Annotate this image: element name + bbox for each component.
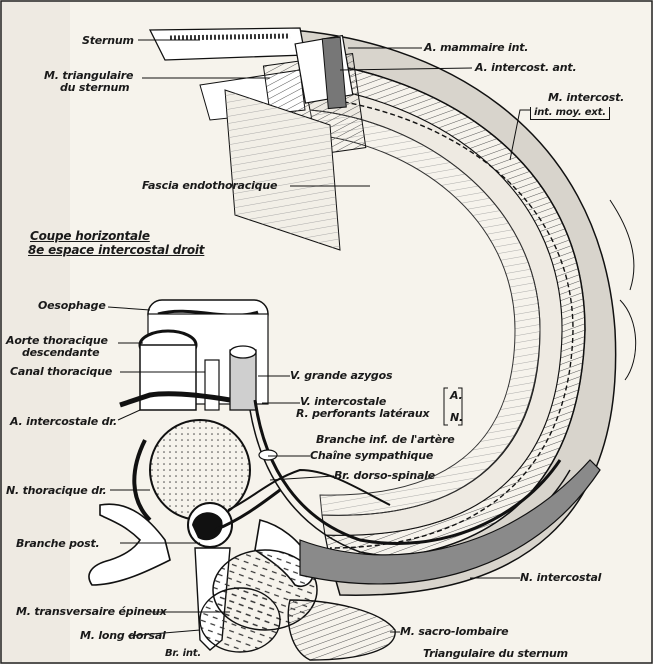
figure-title-line1: Coupe horizontale <box>30 230 150 242</box>
label-triangulaire-bottom: Triangulaire du sternum <box>423 648 568 660</box>
label-m-long-dorsal: M. long dorsal <box>80 630 166 642</box>
label-oesophage: Oesophage <box>38 300 106 312</box>
label-branche-inf: Branche inf. de l'artère <box>316 434 454 446</box>
left-rib-head <box>134 440 150 520</box>
longissimus-muscle <box>200 588 280 652</box>
thoracic-duct-shape <box>205 360 219 410</box>
label-aorte-2: descendante <box>22 347 99 359</box>
label-m-triangulaire-2: du sternum <box>60 82 129 94</box>
iliocostalis-muscle <box>288 600 395 660</box>
azygos-top <box>230 346 256 358</box>
label-fascia: Fascia endothoracique <box>142 180 277 192</box>
label-canal-thoracique: Canal thoracique <box>10 366 112 378</box>
label-m-intercost-sub: int. moy. ext. <box>530 107 610 120</box>
outer-fibers-2 <box>620 300 636 380</box>
label-m-sacro-lombaire: M. sacro-lombaire <box>400 626 508 638</box>
label-chaine-sympathique: Chaîne sympathique <box>310 450 433 462</box>
label-bracket-n: N. <box>450 412 463 424</box>
label-m-intercost: M. intercost. <box>548 92 624 104</box>
label-r-perforants: R. perforants latéraux <box>296 408 429 420</box>
sternum-shape <box>150 28 305 60</box>
sympathetic-ganglion <box>259 450 277 460</box>
label-br-int: Br. int. <box>165 648 201 660</box>
left-transverse-process <box>89 504 170 585</box>
outer-fibers <box>610 200 634 290</box>
label-bracket-a: A. <box>450 390 463 402</box>
label-m-transversaire: M. transversaire épineux <box>16 606 166 618</box>
label-a-intercostale-dr: A. intercostale dr. <box>10 416 117 428</box>
label-sternum: Sternum <box>82 35 134 47</box>
paper-margin-shading <box>0 0 70 664</box>
label-branche-post: Branche post. <box>16 538 100 550</box>
aorta-body <box>140 345 196 410</box>
label-a-mammaire: A. mammaire int. <box>424 42 528 54</box>
label-n-intercostal: N. intercostal <box>520 572 601 584</box>
label-br-dorso-spinale: Br. dorso-spinale <box>334 470 435 482</box>
label-a-intercost-ant: A. intercost. ant. <box>475 62 576 74</box>
figure-title-line2: 8e espace intercostal droit <box>28 244 204 256</box>
label-n-thoracique-dr: N. thoracique dr. <box>6 485 107 497</box>
azygos-vein-shape <box>230 350 256 410</box>
label-v-grande-azygos: V. grande azygos <box>290 370 392 382</box>
